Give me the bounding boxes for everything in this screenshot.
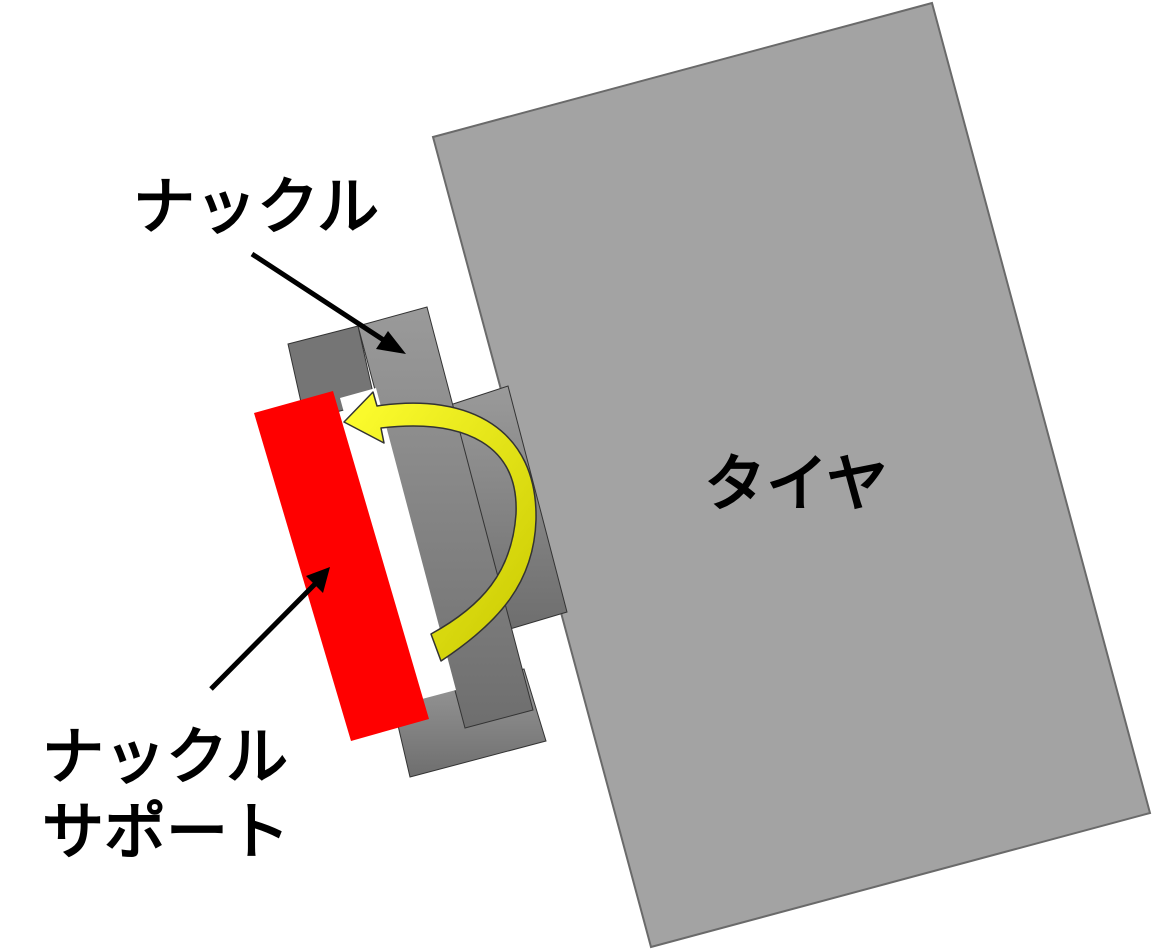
support-leader-arrowhead bbox=[306, 567, 330, 593]
knuckle-leader-arrowhead bbox=[376, 331, 406, 354]
support-gap bbox=[340, 388, 456, 699]
knuckle-support-label-line1: ナックル bbox=[42, 720, 288, 793]
tire-shape bbox=[431, 1, 1152, 949]
knuckle-support-label-line2: サポート bbox=[42, 795, 290, 868]
knuckle-leader-line bbox=[250, 251, 387, 344]
knuckle-label: ナックル bbox=[133, 170, 379, 243]
support-leader-line bbox=[209, 581, 318, 691]
knuckle-support-bar bbox=[254, 391, 429, 741]
rotation-arrow bbox=[343, 391, 537, 662]
tire-label: タイヤ bbox=[704, 447, 888, 520]
